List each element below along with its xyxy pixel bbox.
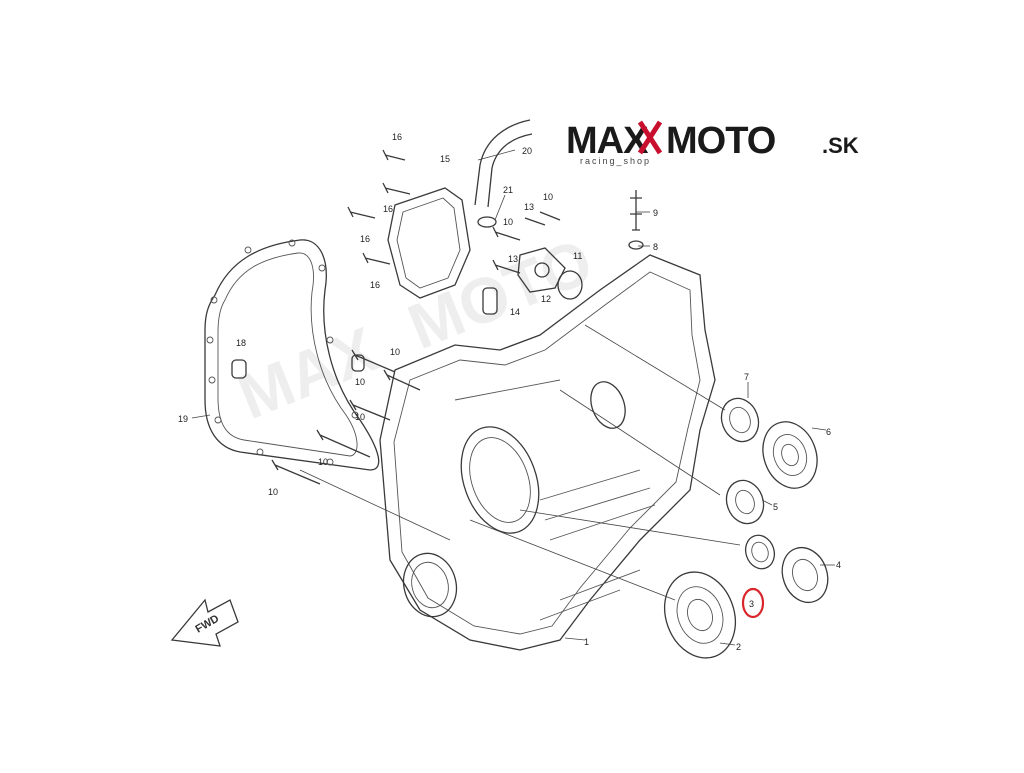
bolts-group bbox=[271, 149, 561, 485]
callout-16: 16 bbox=[360, 234, 370, 244]
callout-16: 16 bbox=[383, 204, 393, 214]
seal-3 bbox=[744, 534, 776, 570]
gasket-15 bbox=[387, 187, 471, 299]
fwd-label: FWD bbox=[194, 613, 222, 636]
gasket-19 bbox=[204, 239, 380, 471]
callout-7: 7 bbox=[744, 372, 749, 382]
callout-10: 10 bbox=[318, 457, 328, 467]
watermark-logo: MAX MOTO bbox=[228, 225, 602, 433]
callout-12: 12 bbox=[541, 294, 551, 304]
bearing-2 bbox=[664, 571, 736, 659]
crankcase-1 bbox=[379, 254, 716, 651]
callout-10: 10 bbox=[543, 192, 553, 202]
callout-8: 8 bbox=[653, 242, 658, 252]
callout-20: 20 bbox=[522, 146, 532, 156]
callout-4: 4 bbox=[836, 560, 841, 570]
alignment-lines bbox=[299, 324, 741, 601]
callout-10: 10 bbox=[268, 487, 278, 497]
callout-10: 10 bbox=[390, 347, 400, 357]
callout-15: 15 bbox=[440, 154, 450, 164]
callout-11: 11 bbox=[573, 251, 582, 261]
cover-12 bbox=[517, 247, 566, 293]
logo-x-accent bbox=[637, 120, 663, 155]
svg-text:MOTO: MOTO bbox=[398, 225, 602, 363]
leader-lines bbox=[191, 149, 835, 646]
callout-16: 16 bbox=[370, 280, 380, 290]
highlight-circle bbox=[741, 587, 765, 619]
callout-3: 3 bbox=[749, 599, 754, 609]
callout-10: 10 bbox=[355, 412, 365, 422]
bearing-5 bbox=[725, 479, 765, 525]
washer-8 bbox=[628, 240, 644, 250]
callout-13: 13 bbox=[508, 254, 518, 264]
callout-21: 21 bbox=[503, 185, 513, 195]
callout-13: 13 bbox=[524, 202, 534, 212]
callout-10: 10 bbox=[503, 217, 513, 227]
bearing-4 bbox=[781, 546, 829, 604]
fwd-direction-arrow: FWD bbox=[170, 598, 239, 647]
logo-moto: MOTO bbox=[666, 120, 775, 162]
seal-7 bbox=[720, 397, 760, 443]
callout-5: 5 bbox=[773, 502, 778, 512]
oring-11 bbox=[557, 270, 583, 300]
bearing-6 bbox=[762, 421, 818, 489]
callout-10: 10 bbox=[355, 377, 365, 387]
callout-6: 6 bbox=[826, 427, 831, 437]
callout-1: 1 bbox=[584, 637, 589, 647]
clamp-21 bbox=[477, 216, 497, 228]
callout-14: 14 bbox=[510, 307, 520, 317]
callout-19: 19 bbox=[178, 414, 188, 424]
callout-16: 16 bbox=[392, 132, 402, 142]
dowel-14 bbox=[482, 287, 498, 315]
logo-max: MAX bbox=[566, 120, 649, 162]
logo-tld: .SK bbox=[822, 133, 859, 158]
hose-20 bbox=[474, 119, 533, 208]
callout-labels: 1 2 3 4 5 6 7 8 9 10 10 10 10 10 10 10 1… bbox=[178, 132, 841, 652]
callout-2: 2 bbox=[736, 642, 741, 652]
dowel-18 bbox=[231, 354, 365, 379]
sensor-9 bbox=[630, 190, 642, 231]
brand-logo: MAX MOTO .SK racing_shop bbox=[566, 120, 859, 166]
logo-tagline: racing_shop bbox=[580, 156, 651, 166]
callout-18: 18 bbox=[236, 338, 246, 348]
callout-9: 9 bbox=[653, 208, 658, 218]
